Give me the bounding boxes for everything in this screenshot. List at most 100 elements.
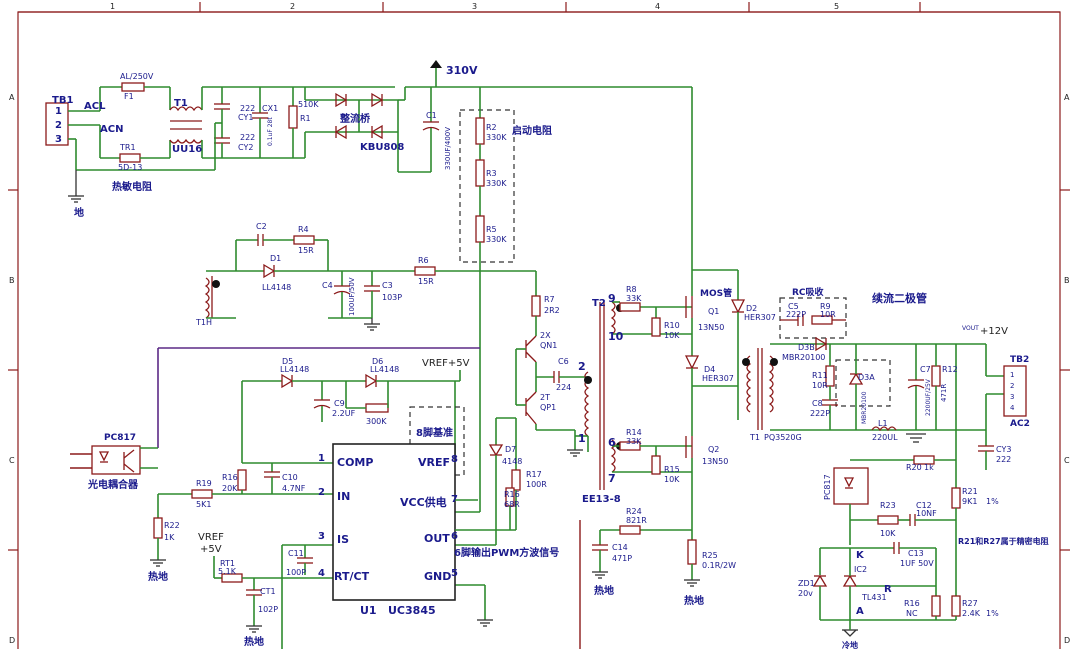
tb2-pin3: 3: [1010, 393, 1014, 401]
r9-value: 10R: [820, 310, 836, 319]
d6-label: D6: [372, 357, 383, 366]
ic-pin-vref: VREF: [418, 456, 450, 469]
hot-gnd-label-2: 热地: [244, 635, 264, 648]
t2-pin9: 9: [608, 292, 616, 305]
aux-supply: [204, 234, 536, 331]
d1-label: D1: [270, 254, 281, 263]
ic-pin-num-3: 3: [318, 531, 325, 542]
r3-label: R3: [486, 169, 497, 178]
kbu-label: KBU808: [360, 142, 404, 153]
pct1-label: 1%: [986, 497, 999, 506]
r16b-label: R16: [504, 490, 520, 499]
acl-label: ACL: [84, 101, 106, 112]
c4-value: 100UF/50V: [348, 277, 356, 316]
freewheel-label: 续流二极管: [872, 291, 927, 305]
tb2-label: TB2: [1010, 355, 1029, 365]
d4-value: HER307: [702, 374, 734, 383]
qp1-name: QP1: [540, 403, 556, 412]
r5-label: R5: [486, 225, 497, 234]
ic-pin-num-6: 6: [451, 531, 458, 542]
vout-label: VOUT: [962, 325, 979, 332]
r1-value: 510K: [298, 100, 319, 109]
main-transformer: [742, 297, 1027, 470]
pwm-note: 6脚输出PWM方波信号: [454, 546, 559, 559]
r7-label: R7: [544, 295, 555, 304]
r8-label: R8: [626, 285, 637, 294]
d3b-value: MBR20100: [782, 353, 825, 362]
c10-label: C10: [282, 473, 298, 482]
c5-value: 222P: [786, 310, 806, 319]
component-labels: TB1 1 2 3 ACL ACN AL/250V F1 T1 UU16 TR1…: [52, 64, 1049, 649]
r22-value: 1K: [164, 533, 175, 542]
r15-value: 10K: [664, 475, 680, 484]
f1-label: F1: [124, 92, 134, 101]
d5-label: D5: [282, 357, 293, 366]
tb2-pin1: 1: [1010, 371, 1014, 379]
c13-value: 1UF 50V: [900, 559, 934, 568]
c14-label: C14: [612, 543, 628, 552]
pct2-label: 1%: [986, 609, 999, 618]
q2-label: Q2: [708, 445, 719, 454]
uu16-label: UU16: [172, 144, 202, 155]
vref-in-label: VREF: [198, 532, 224, 543]
l1-value: 220UL: [872, 433, 898, 442]
ac2-label: AC2: [1010, 419, 1030, 429]
r9-label: R9: [820, 302, 831, 311]
zd1-value: 20v: [798, 589, 813, 598]
ic-pin-is: IS: [337, 533, 349, 546]
vref5-label: VREF+5V: [422, 358, 470, 369]
r16-value: 20K: [222, 484, 238, 493]
c13-label: C13: [908, 549, 924, 558]
r22-label: R22: [164, 521, 180, 530]
t1h-label: T1H: [195, 318, 212, 327]
r16c-value: NC: [906, 609, 918, 618]
r21-value: 9K1: [962, 497, 977, 506]
d3b-label: D3B: [798, 343, 815, 352]
r16-label: R16: [222, 473, 238, 482]
col-label-3: 3: [472, 2, 477, 11]
r20-label: R20: [906, 463, 922, 472]
r23-label: R23: [880, 501, 896, 510]
r2-label: R2: [486, 123, 497, 132]
r27-label: R27: [962, 599, 978, 608]
cx1-value: 0.1uF 28t: [267, 117, 274, 146]
tl431-label: TL431: [861, 593, 887, 602]
cold-gnd-label: 冷地: [842, 640, 858, 649]
r25-label: R25: [702, 551, 718, 560]
power-switches: [579, 87, 746, 649]
c3-value: 103P: [382, 293, 402, 302]
col-label-1: 1: [110, 2, 115, 11]
d2-value: HER307: [744, 313, 776, 322]
d5-value: LL4148: [280, 365, 309, 374]
l1-label: L1: [878, 419, 888, 428]
r25-value: 0.1R/2W: [702, 561, 736, 570]
r6-label: R6: [418, 256, 429, 265]
t2-pin2: 2: [578, 360, 586, 373]
acn-label: ACN: [100, 124, 123, 135]
pc817b-label: PC817: [823, 474, 832, 500]
zd1-label: ZD1: [798, 579, 815, 588]
r2-value: 330K: [486, 133, 507, 142]
tb1-label: TB1: [52, 95, 73, 106]
r14-label: R14: [626, 428, 642, 437]
ct1-value: 102P: [258, 605, 278, 614]
tb2-pin2: 2: [1010, 382, 1014, 390]
tb1-pin2: 2: [55, 120, 62, 131]
r1-label: R1: [300, 114, 311, 123]
r23-value: 10K: [880, 529, 896, 538]
c1-label: C1: [426, 111, 437, 120]
optocoupler-label: 光电耦合器: [87, 478, 139, 491]
ic-pin-num-2: 2: [318, 487, 325, 498]
pc817-label: PC817: [104, 433, 136, 443]
r17-value: 100R: [526, 480, 547, 489]
t2-pin1: 1: [578, 432, 586, 445]
r17-label: R17: [526, 470, 542, 479]
r12-value: 471R: [940, 384, 948, 402]
f1-value: AL/250V: [120, 72, 154, 81]
k-pin-label: K: [856, 550, 865, 561]
ct1-label: CT1: [260, 587, 276, 596]
row-label-a: A: [9, 93, 15, 102]
r4-value: 15R: [298, 246, 314, 255]
c7-label: C7: [920, 365, 931, 374]
a-pin-label: A: [856, 606, 864, 617]
